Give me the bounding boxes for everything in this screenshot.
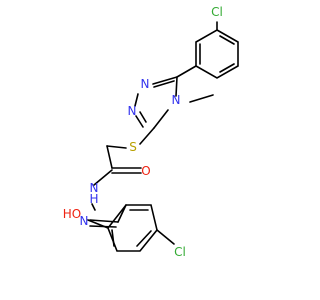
triazole-methyl-nitrogen-label: N <box>172 93 181 107</box>
imine-nitrogen-label: N <box>80 214 89 228</box>
hydrazide-nitrogen-label: N <box>90 181 99 195</box>
triazole-nitrogen-1-label: N <box>141 77 150 91</box>
aromatic-double-bond <box>219 63 235 73</box>
chlorine-bottom-label: Cl <box>174 245 186 259</box>
bond-ch2-carbonyl <box>106 145 113 169</box>
aromatic-double-bond <box>136 230 152 247</box>
carbonyl-oxygen-label: O <box>141 164 150 178</box>
triazole-bond <box>175 76 178 97</box>
chlorophenyl-ring <box>195 29 239 79</box>
molecule-structure: Cl N N N S O N H N HO Cl <box>63 5 239 259</box>
sulfur-label: S <box>129 140 137 154</box>
hydrazide-hydrogen-label: H <box>89 192 98 206</box>
bonds <box>87 21 239 252</box>
bond-aryl-cl <box>156 229 175 245</box>
aromatic-double-bond <box>111 229 115 247</box>
triazole-double-bond <box>139 111 147 123</box>
bond-s-ch2 <box>106 145 127 149</box>
triazole-nitrogen-2-label: N <box>128 104 137 118</box>
aromatic-double-bond <box>219 35 235 45</box>
bond-nh-n <box>91 203 96 211</box>
triazole-bond <box>152 76 178 85</box>
atom-labels: Cl N N N S O N H N HO Cl <box>63 5 223 259</box>
triazole-double-bond <box>153 80 175 88</box>
bond-aryl-oh <box>87 219 109 229</box>
triazole-double-bond <box>135 115 144 128</box>
bond-aryl-triazole <box>176 65 197 78</box>
bond-n-methyl <box>189 94 214 103</box>
bond-carbonyl-nh <box>93 169 113 186</box>
triazole-bond <box>153 109 169 129</box>
hydroxyl-label: HO <box>63 207 81 221</box>
triazole-bond <box>134 93 139 107</box>
chlorine-top-label: Cl <box>211 5 223 19</box>
chlorophenol-ring <box>107 204 158 252</box>
bond-triazole-s <box>139 127 155 145</box>
